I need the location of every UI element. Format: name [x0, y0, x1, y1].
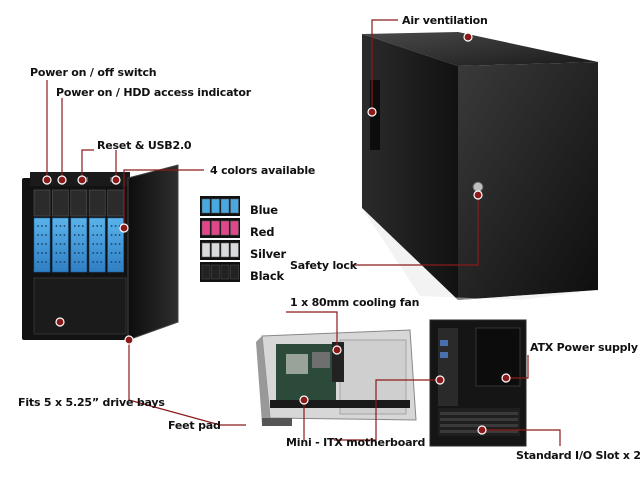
callout-dot-icon [463, 32, 473, 42]
swatch-blue [200, 196, 240, 216]
callout-markers [42, 32, 511, 435]
leader-lines [46, 19, 561, 446]
callout-dot-icon [57, 175, 67, 185]
callout-dot-icon [42, 175, 52, 185]
callout-dot-icon [477, 425, 487, 435]
case-rear-view [429, 319, 527, 447]
label-hdd-indicator: Power on / HDD access indicator [56, 86, 251, 99]
drive-bays [33, 189, 124, 273]
case-angled-view [362, 32, 598, 300]
label-io-slot: Standard I/O Slot x 2 [516, 449, 640, 462]
callout-dot-icon [367, 107, 377, 117]
label-motherboard: Mini - ITX motherboard [286, 436, 426, 449]
callout-dot-icon [55, 317, 65, 327]
swatch-red [200, 218, 240, 238]
case-open-view [256, 329, 417, 426]
callout-dot-icon [111, 175, 121, 185]
color-option-black: Black [250, 269, 284, 283]
label-cooling-fan: 1 x 80mm cooling fan [290, 296, 420, 309]
callout-dot-icon [435, 375, 445, 385]
label-atx-power: ATX Power supply [530, 341, 638, 354]
label-safety-lock: Safety lock [290, 259, 357, 272]
swatch-silver [200, 240, 240, 260]
callout-dot-icon [119, 223, 129, 233]
callout-dot-icon [124, 335, 134, 345]
label-air-ventilation: Air ventilation [402, 14, 488, 27]
color-option-red: Red [250, 225, 275, 239]
label-power-switch: Power on / off switch [30, 66, 157, 79]
label-feet-pad: Feet pad [168, 419, 221, 432]
label-colors-available: 4 colors available [210, 164, 316, 177]
label-drive-bays: Fits 5 x 5.25” drive bays [18, 396, 165, 409]
case-front-view [22, 164, 179, 341]
label-reset-usb: Reset & USB2.0 [97, 139, 192, 152]
callout-dot-icon [299, 395, 309, 405]
color-swatches [200, 196, 240, 282]
color-option-blue: Blue [250, 203, 278, 217]
color-option-silver: Silver [250, 247, 286, 261]
callout-dot-icon [501, 373, 511, 383]
callout-dot-icon [473, 190, 483, 200]
callout-dot-icon [77, 175, 87, 185]
swatch-black [200, 262, 240, 282]
callout-dot-icon [332, 345, 342, 355]
